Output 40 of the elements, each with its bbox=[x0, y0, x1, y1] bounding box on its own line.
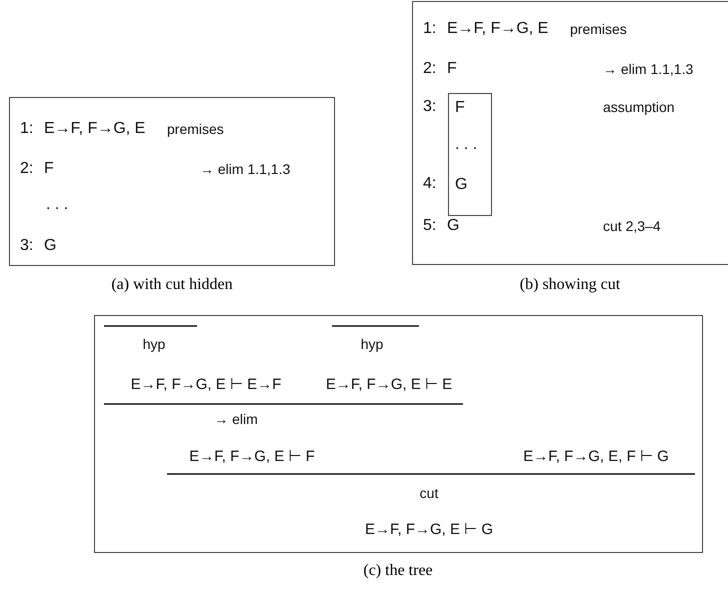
justification: cut 2,3–4 bbox=[603, 219, 661, 233]
rule-name: hyp bbox=[360, 337, 384, 351]
formula: E→F, F→G, E bbox=[447, 21, 548, 37]
ellipsis: . . . bbox=[455, 137, 478, 153]
line-number: 4: bbox=[423, 176, 436, 192]
panel-frame bbox=[412, 1, 728, 265]
line-number: 2: bbox=[423, 61, 436, 77]
panel-frame bbox=[94, 315, 703, 553]
line-number: 1: bbox=[423, 21, 436, 37]
formula: G bbox=[455, 177, 468, 193]
subfigure-caption: (b) showing cut bbox=[520, 276, 620, 294]
justification: premises bbox=[167, 122, 224, 136]
sequent: E→F, F→G, E ⊢ G bbox=[365, 522, 493, 536]
formula: F bbox=[455, 100, 465, 116]
formula: F bbox=[44, 161, 54, 177]
rule-name: → elim bbox=[214, 412, 258, 426]
line-number: 5: bbox=[423, 218, 436, 234]
justification: premises bbox=[570, 22, 627, 36]
line-number: 1: bbox=[20, 121, 34, 137]
formula: F bbox=[447, 61, 457, 77]
sequent: E→F, F→G, E ⊢ E bbox=[326, 376, 452, 392]
formula: G bbox=[44, 238, 56, 254]
subfigure-caption: (a) with cut hidden bbox=[111, 276, 233, 294]
line-number: 2: bbox=[20, 161, 34, 177]
panel-frame bbox=[9, 97, 335, 266]
rule-name: cut bbox=[420, 486, 438, 500]
sequent: E→F, F→G, E ⊢ F bbox=[189, 448, 315, 464]
ellipsis: . . . bbox=[46, 197, 68, 213]
line-number: 3: bbox=[423, 99, 436, 115]
sequent: E→F, F→G, E, F ⊢ G bbox=[523, 448, 669, 464]
formula: G bbox=[447, 218, 460, 234]
justification: → elim 1.1,1.3 bbox=[200, 162, 290, 176]
line-number: 3: bbox=[20, 238, 34, 254]
justification: assumption bbox=[603, 100, 675, 114]
justification: → elim 1.1,1.3 bbox=[603, 62, 694, 76]
rule-name: hyp bbox=[142, 337, 166, 351]
subproof-box bbox=[448, 93, 492, 216]
subfigure-caption: (c) the tree bbox=[363, 562, 433, 580]
sequent: E→F, F→G, E ⊢ E→F bbox=[130, 376, 282, 392]
formula: E→F, F→G, E bbox=[44, 121, 146, 137]
